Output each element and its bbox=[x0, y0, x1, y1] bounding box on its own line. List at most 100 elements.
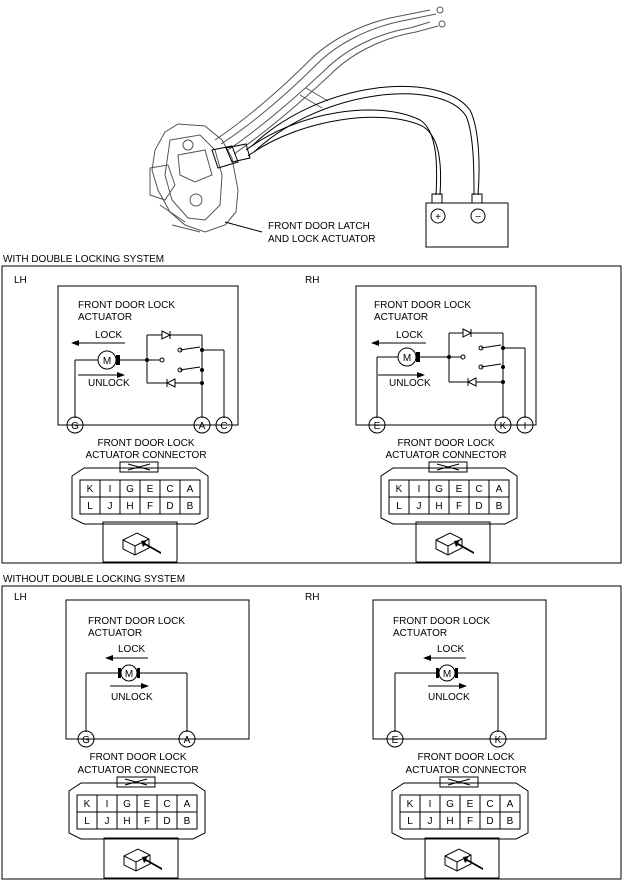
connector-label-line1: FRONT DOOR LOCK bbox=[89, 752, 186, 763]
battery-negative-symbol: − bbox=[475, 212, 481, 223]
lock-label: LOCK bbox=[118, 644, 146, 655]
lock-label: LOCK bbox=[95, 330, 123, 341]
motor-label: M bbox=[403, 353, 411, 364]
pin-circle bbox=[77, 730, 95, 748]
connector-label-line2: ACTUATOR CONNECTOR bbox=[405, 765, 526, 776]
connector-pin-label: F bbox=[456, 501, 462, 512]
connector-pin-label: A bbox=[496, 484, 503, 495]
pin-circle bbox=[494, 416, 512, 434]
actuator-label-line2: ACTUATOR bbox=[78, 312, 132, 323]
battery-positive-symbol: + bbox=[435, 212, 441, 223]
connector-pin-label: B bbox=[184, 816, 191, 827]
connector-pin-label: A bbox=[507, 799, 514, 810]
panel-side-label: LH bbox=[14, 275, 27, 286]
connector-pin-label: A bbox=[184, 799, 191, 810]
connector-label-line2: ACTUATOR CONNECTOR bbox=[85, 450, 206, 461]
unlock-label: UNLOCK bbox=[111, 692, 153, 703]
pin-label: G bbox=[71, 421, 79, 432]
connector-pin-label: C bbox=[163, 799, 170, 810]
pin-label: E bbox=[392, 735, 399, 746]
pin-circle bbox=[489, 730, 507, 748]
connector-pin-label: G bbox=[126, 484, 134, 495]
connector-pin-label: G bbox=[435, 484, 443, 495]
panel-side-label: LH bbox=[14, 592, 27, 603]
pin-circle bbox=[516, 416, 534, 434]
pin-label: A bbox=[184, 735, 191, 746]
connector-label-line1: FRONT DOOR LOCK bbox=[97, 438, 194, 449]
connector-pin-label: I bbox=[429, 799, 432, 810]
actuator-label-line1: FRONT DOOR LOCK bbox=[78, 300, 175, 311]
connector-pin-label: H bbox=[435, 501, 442, 512]
panel-side-label: RH bbox=[305, 592, 319, 603]
pin-circle bbox=[215, 416, 233, 434]
connector-pin-label: F bbox=[147, 501, 153, 512]
actuator-label-line1: FRONT DOOR LOCK bbox=[88, 616, 185, 627]
connector-pin-label: E bbox=[147, 484, 154, 495]
connector-pin-label: C bbox=[486, 799, 493, 810]
pin-circle bbox=[386, 730, 404, 748]
connector-pin-label: K bbox=[87, 484, 94, 495]
connector-pin-label: C bbox=[166, 484, 173, 495]
pin-label: K bbox=[500, 421, 507, 432]
motor-label: M bbox=[125, 669, 133, 680]
connector-label-line1: FRONT DOOR LOCK bbox=[417, 752, 514, 763]
connector-pin-label: H bbox=[446, 816, 453, 827]
section-title-single: WITHOUT DOUBLE LOCKING SYSTEM bbox=[3, 574, 185, 585]
panel-side-label: RH bbox=[305, 275, 319, 286]
connector-pin-label: L bbox=[84, 816, 90, 827]
panel-lh-single: LH FRONT DOOR LOCK ACTUATOR LOCK UNLOCK … bbox=[14, 592, 250, 879]
connector-pin-label: B bbox=[496, 501, 503, 512]
panel-rh-single: RH FRONT DOOR LOCK ACTUATOR LOCK UNLOCK … bbox=[305, 592, 547, 879]
connector-pin-label: A bbox=[187, 484, 194, 495]
connector-pin-label: B bbox=[187, 501, 194, 512]
connector-pin-label: J bbox=[105, 816, 110, 827]
pin-circle bbox=[193, 416, 211, 434]
actuator-frame bbox=[372, 599, 547, 740]
connector-pin-label: K bbox=[84, 799, 91, 810]
connector-pin-label: H bbox=[123, 816, 130, 827]
connector-pin-label: L bbox=[407, 816, 413, 827]
connector-pin-label: F bbox=[144, 816, 150, 827]
battery: + − bbox=[425, 193, 509, 248]
pin-circle bbox=[178, 730, 196, 748]
connector-pin-label: L bbox=[396, 501, 402, 512]
connector-pin-label: I bbox=[106, 799, 109, 810]
section-frame-single bbox=[1, 585, 622, 880]
connector-pin-label: D bbox=[166, 501, 173, 512]
motor-label: M bbox=[103, 356, 111, 367]
actuator-frame bbox=[65, 599, 250, 740]
connector-view-icon bbox=[102, 521, 178, 563]
connector-pin-label: K bbox=[396, 484, 403, 495]
connector-pin-label: J bbox=[108, 501, 113, 512]
latch-callout-line1: FRONT DOOR LATCH bbox=[268, 221, 370, 232]
connector-pin-label: E bbox=[456, 484, 463, 495]
connector-pin-label: F bbox=[467, 816, 473, 827]
pin-label: G bbox=[82, 735, 90, 746]
connector-pin-label: I bbox=[109, 484, 112, 495]
battery-body bbox=[425, 202, 509, 248]
section-frame-double bbox=[1, 265, 622, 564]
connector-pin-label: E bbox=[467, 799, 474, 810]
pin-label: C bbox=[220, 421, 227, 432]
latch-illustration bbox=[149, 6, 480, 233]
unlock-label: UNLOCK bbox=[389, 378, 431, 389]
connector-view-icon bbox=[415, 521, 491, 563]
actuator-label-line2: ACTUATOR bbox=[374, 312, 428, 323]
connector-pin-label: C bbox=[475, 484, 482, 495]
connector-view-icon bbox=[424, 837, 500, 879]
motor-label: M bbox=[443, 669, 451, 680]
connector-view-icon bbox=[103, 837, 179, 879]
connector-label-line2: ACTUATOR CONNECTOR bbox=[385, 450, 506, 461]
actuator-label-line1: FRONT DOOR LOCK bbox=[393, 616, 490, 627]
pin-label: I bbox=[524, 421, 527, 432]
actuator-frame bbox=[355, 285, 537, 426]
panel-rh-double: RH FRONT DOOR LOCK ACTUATOR LOCK UNLOCK … bbox=[305, 275, 537, 563]
connector-pin-label: H bbox=[126, 501, 133, 512]
latch-callout-line2: AND LOCK ACTUATOR bbox=[268, 234, 375, 245]
connector-pin-label: D bbox=[475, 501, 482, 512]
connector-pin-label: G bbox=[123, 799, 131, 810]
